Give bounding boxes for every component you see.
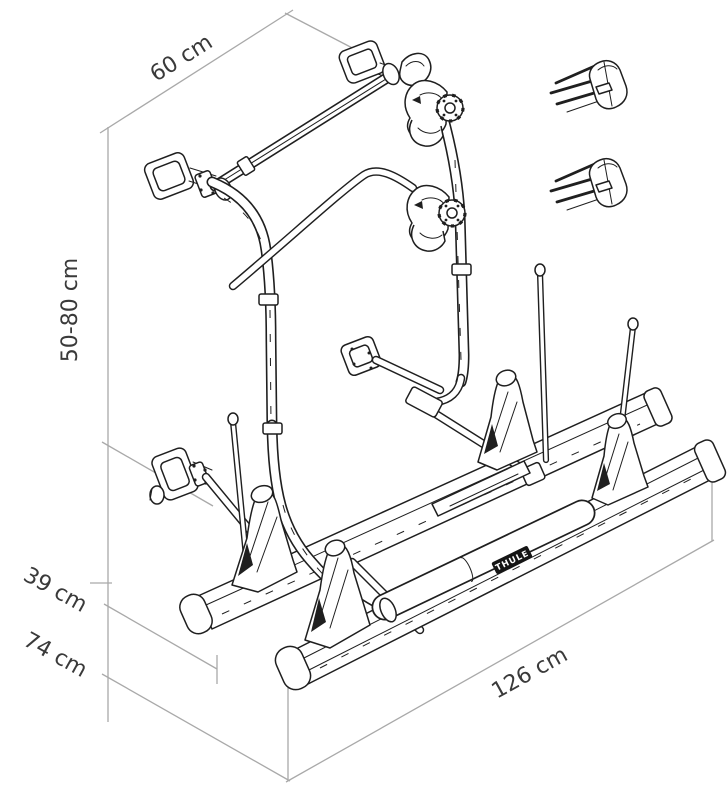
rail-link-bar (431, 460, 531, 517)
strap-post-mid-right (534, 263, 550, 464)
right-column-tube (438, 114, 472, 388)
spare-end-cap-top (549, 59, 629, 114)
label-top-width: 60 cm (146, 30, 217, 88)
left-frame-tube-upper (206, 176, 279, 436)
dimension-lines (90, 9, 715, 783)
label-rail-length: 126 cm (488, 642, 572, 704)
bike-arm-lower (228, 167, 418, 291)
dim-edge-top-right (284, 12, 363, 54)
wheel-holder-outer-left (304, 539, 371, 649)
wheel-holder-inner-right (477, 369, 538, 471)
label-mounting-height: 50-80 cm (58, 258, 83, 362)
dim-depth-74 (101, 673, 291, 782)
wheel-holder-outer-right (591, 412, 649, 506)
wheel-holder-inner-left (231, 484, 298, 593)
spare-end-cap-bottom (549, 157, 629, 212)
wall-bracket-lower-right (340, 335, 445, 395)
label-inner-depth: 39 cm (19, 563, 91, 618)
bike-arm-clamp-top (403, 78, 465, 148)
crossbar-end-cap (398, 52, 432, 87)
dim-depth-39 (103, 603, 218, 684)
strap-post-left (227, 412, 251, 571)
top-crossbar-tube (209, 52, 432, 192)
wall-bracket-top-left (143, 152, 218, 200)
label-outer-depth: 74 cm (19, 628, 91, 683)
wall-bracket-top-right (338, 40, 398, 84)
dim-edge-top-width (99, 9, 294, 134)
